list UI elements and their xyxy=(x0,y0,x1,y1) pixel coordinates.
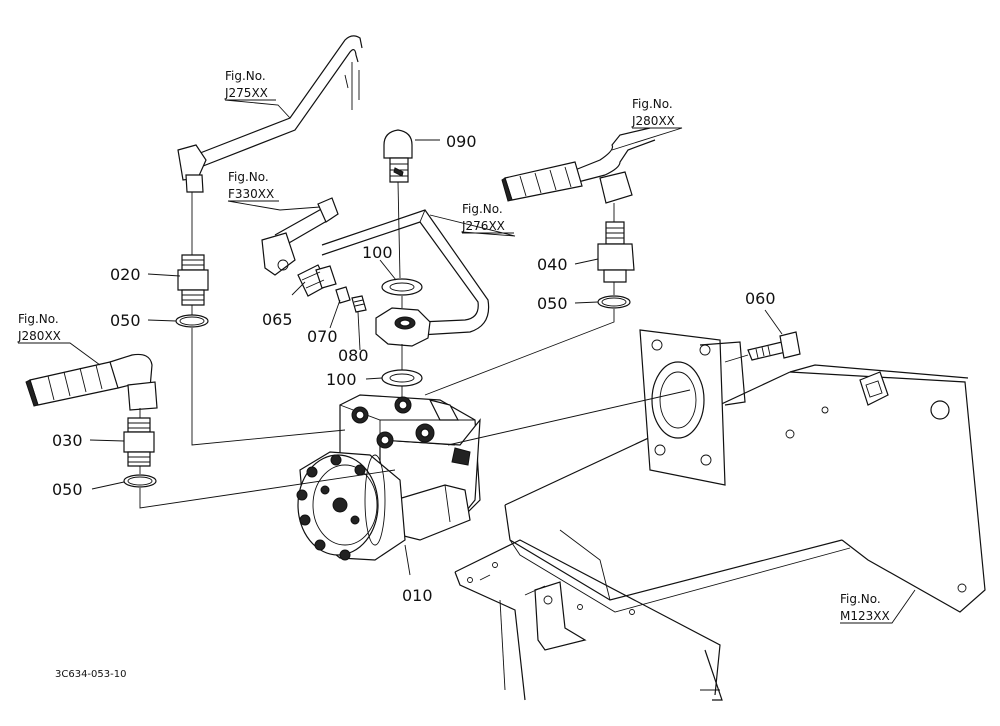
figure-ref-j280-left[interactable]: Fig.No. J280XX xyxy=(17,312,70,344)
callout-030[interactable]: 030 xyxy=(52,431,83,450)
hose-j280-left xyxy=(25,353,158,411)
ball-070 xyxy=(335,286,351,304)
figure-ref-j275[interactable]: Fig.No. J275XX xyxy=(224,69,276,101)
pipe-f330 xyxy=(261,197,339,276)
callout-050[interactable]: 050 xyxy=(537,294,568,313)
figure-ref-label: Fig.No. xyxy=(228,170,269,184)
callout-050[interactable]: 050 xyxy=(110,311,141,330)
callout-070[interactable]: 070 xyxy=(307,327,338,346)
steering-unit-010 xyxy=(296,394,481,561)
callout-080[interactable]: 080 xyxy=(338,346,369,365)
figure-ref-label: Fig.No. xyxy=(462,202,503,216)
figure-ref-j276[interactable]: Fig.No. J276XX xyxy=(461,202,514,234)
callout-010[interactable]: 010 xyxy=(402,586,433,605)
callout-040[interactable]: 040 xyxy=(537,255,568,274)
part-callouts: 020 050 030 050 040 050 060 065 070 080 … xyxy=(52,132,776,605)
pipe-j275 xyxy=(177,35,363,193)
callout-100[interactable]: 100 xyxy=(326,370,357,389)
spring-080 xyxy=(351,295,367,313)
figure-ref-code: J275XX xyxy=(224,86,268,100)
bolt-060 xyxy=(747,331,801,361)
figure-ref-f330[interactable]: Fig.No. F330XX xyxy=(228,170,279,202)
mounting-flange xyxy=(639,329,746,486)
fitting-030 xyxy=(123,417,155,467)
callout-065[interactable]: 065 xyxy=(262,310,293,329)
assembly-lines xyxy=(139,181,749,509)
fitting-020 xyxy=(177,254,209,306)
callout-020[interactable]: 020 xyxy=(110,265,141,284)
callout-060[interactable]: 060 xyxy=(745,289,776,308)
drawing-code: 3C634-053-10 xyxy=(55,669,126,680)
figure-ref-j280-right[interactable]: Fig.No. J280XX xyxy=(631,97,682,129)
fitting-040 xyxy=(597,221,635,283)
figure-ref-label: Fig.No. xyxy=(840,592,881,606)
figure-ref-code: F330XX xyxy=(228,187,274,201)
callout-leaders xyxy=(18,99,916,624)
figure-ref-code: J276XX xyxy=(461,219,505,233)
figure-ref-label: Fig.No. xyxy=(18,312,59,326)
banjo-fitting xyxy=(375,307,431,347)
callout-050[interactable]: 050 xyxy=(52,480,83,499)
figure-ref-code: J280XX xyxy=(631,114,675,128)
figure-ref-label: Fig.No. xyxy=(632,97,673,111)
figure-ref-m123[interactable]: Fig.No. M123XX xyxy=(840,592,892,624)
figure-ref-code: M123XX xyxy=(840,609,890,623)
callout-100[interactable]: 100 xyxy=(362,243,393,262)
figure-ref-label: Fig.No. xyxy=(225,69,266,83)
check-valve-065 xyxy=(297,264,337,297)
plug-090 xyxy=(383,129,413,183)
hose-j280-right xyxy=(501,127,656,204)
figure-ref-code: J280XX xyxy=(17,329,61,343)
pipe-j276 xyxy=(321,209,490,336)
callout-090[interactable]: 090 xyxy=(446,132,477,151)
seals-100 xyxy=(381,278,423,387)
